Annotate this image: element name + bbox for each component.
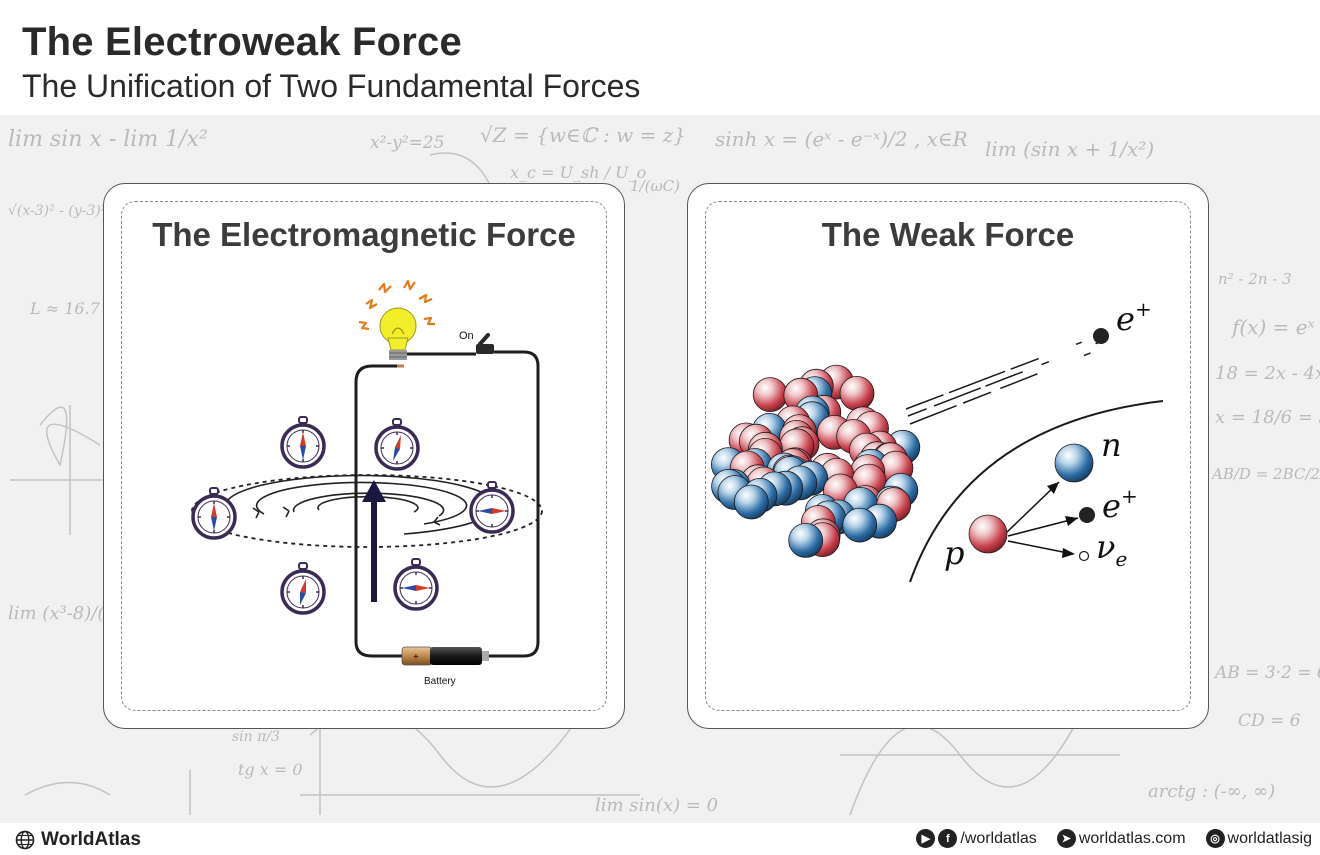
instagram-handle[interactable]: worldatlasig bbox=[1227, 829, 1312, 847]
formula: x = 18/6 = 3 bbox=[1215, 407, 1320, 428]
positron-label: e+ bbox=[1102, 484, 1138, 525]
neutron-label: n bbox=[1101, 426, 1122, 464]
nucleus-proton bbox=[839, 375, 875, 411]
social-handle[interactable]: /worldatlas bbox=[960, 829, 1037, 847]
positron-particle bbox=[1093, 328, 1109, 344]
worldatlas-brand[interactable]: WorldAtlas bbox=[15, 829, 141, 851]
formula: 18 = 2x - 4x bbox=[1215, 363, 1320, 384]
youtube-icon[interactable]: ▶ bbox=[916, 829, 936, 848]
neutrino-label: νe bbox=[1096, 528, 1127, 571]
formula: √(x-3)² - (y-3)² bbox=[8, 203, 107, 219]
panel-dashed-frame bbox=[121, 201, 607, 711]
circuit-wire bbox=[354, 350, 540, 658]
formula: n² - 2n - 3 bbox=[1218, 270, 1292, 288]
atomic-nucleus bbox=[711, 364, 921, 558]
formula: x_c = U_sh / U_o bbox=[510, 163, 647, 182]
nucleus-neutron bbox=[788, 522, 824, 558]
brand-name: WorldAtlas bbox=[41, 829, 141, 850]
light-bulb-icon bbox=[379, 307, 417, 360]
neutron-particle bbox=[1054, 443, 1094, 483]
nucleus-neutron bbox=[842, 507, 878, 543]
panel-dashed-frame bbox=[705, 201, 1191, 711]
page-subtitle: The Unification of Two Fundamental Force… bbox=[22, 68, 641, 104]
formula: lim sin(x) = 0 bbox=[595, 795, 719, 816]
light-spark-icon bbox=[358, 279, 435, 331]
formula: √Z = {w∈ℂ : w = z} bbox=[480, 123, 686, 147]
formula: x²-y²=25 bbox=[370, 133, 445, 153]
panel-title-electromagnetic: The Electromagnetic Force bbox=[152, 216, 576, 253]
field-line bbox=[224, 474, 497, 535]
weak-force-illustration: e+ n e+ νe p bbox=[711, 297, 1164, 583]
cursor-icon[interactable]: ➤ bbox=[1056, 829, 1076, 848]
positron-track bbox=[905, 335, 1101, 425]
formula: 1/(ωC) bbox=[630, 177, 681, 195]
positron-particle bbox=[1079, 507, 1095, 523]
formula: f(x) = eˣ bbox=[1232, 315, 1315, 339]
nucleus-proton bbox=[752, 377, 788, 413]
compass-icon bbox=[469, 480, 515, 534]
compass-icon bbox=[280, 561, 326, 615]
battery-icon bbox=[401, 646, 489, 666]
formula: AB = 3·2 = 6 bbox=[1215, 663, 1320, 683]
proton-label: p bbox=[944, 534, 964, 572]
website-link[interactable]: worldatlas.com bbox=[1078, 829, 1186, 847]
electromagnetic-illustration: On + Battery bbox=[191, 279, 543, 687]
facebook-icon[interactable]: f bbox=[938, 829, 958, 848]
formula: lim (sin x + 1/x²) bbox=[985, 137, 1155, 161]
field-line bbox=[255, 481, 468, 525]
formula: tg x = 0 bbox=[238, 760, 303, 779]
formula: sin π/3 bbox=[232, 729, 280, 745]
formula: AB/D = 2BC/2AD = 18 bbox=[1212, 465, 1320, 483]
positron-label-top: e+ bbox=[1116, 297, 1152, 338]
compass-icon bbox=[280, 415, 326, 469]
formula: CD = 6 bbox=[1238, 711, 1301, 731]
proton-particle bbox=[968, 514, 1008, 554]
formula: lim sin x - lim 1/x² bbox=[8, 127, 208, 152]
page-title: The Electroweak Force bbox=[22, 20, 462, 64]
weak-force-panel: The Weak Force e+ bbox=[687, 183, 1209, 729]
compass-icon bbox=[374, 417, 420, 471]
electromagnetic-force-panel: The Electromagnetic Force bbox=[103, 183, 625, 729]
beta-decay-products bbox=[968, 443, 1095, 562]
current-arrow-icon bbox=[362, 480, 386, 602]
panel-title-weak: The Weak Force bbox=[821, 216, 1075, 253]
social-links: ▶ f /worldatlas ➤ worldatlas.com ◎ world… bbox=[916, 829, 1312, 848]
globe-icon bbox=[15, 830, 35, 850]
compass-icon bbox=[393, 557, 439, 611]
switch-label: On bbox=[459, 330, 474, 342]
footer: WorldAtlas ▶ f /worldatlas ➤ worldatlas.… bbox=[0, 823, 1320, 855]
battery-label: Battery bbox=[424, 676, 456, 687]
instagram-icon[interactable]: ◎ bbox=[1205, 829, 1225, 848]
battery-plus-label: + bbox=[413, 652, 419, 663]
trajectory-arc bbox=[909, 400, 1164, 583]
formula: sinh x = (eˣ - e⁻ˣ)/2 , x∈R bbox=[715, 127, 968, 151]
switch-icon bbox=[476, 333, 494, 354]
nucleus-neutron bbox=[733, 484, 769, 520]
neutrino-particle bbox=[1078, 550, 1090, 562]
compass-icon bbox=[191, 486, 237, 540]
formula: arctg : (-∞, ∞) bbox=[1148, 781, 1276, 802]
